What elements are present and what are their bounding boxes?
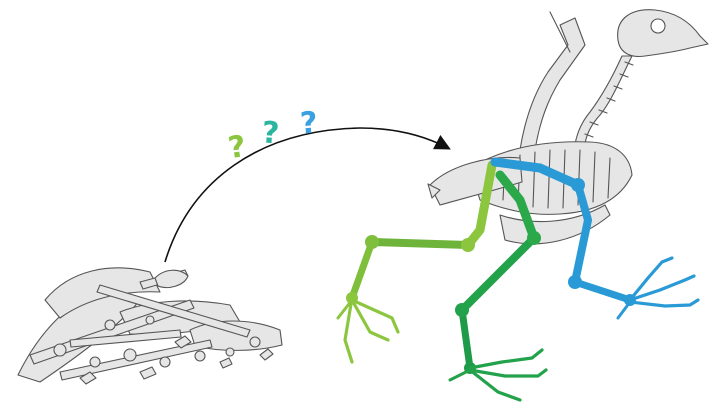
question-mark-3: ? (299, 106, 319, 142)
bone-pile-icon (18, 268, 282, 384)
bird-skeleton-icon (428, 10, 708, 244)
skull (618, 10, 708, 57)
wing (520, 18, 585, 150)
question-mark-1: ? (226, 129, 248, 166)
question-mark-2: ? (261, 115, 281, 151)
